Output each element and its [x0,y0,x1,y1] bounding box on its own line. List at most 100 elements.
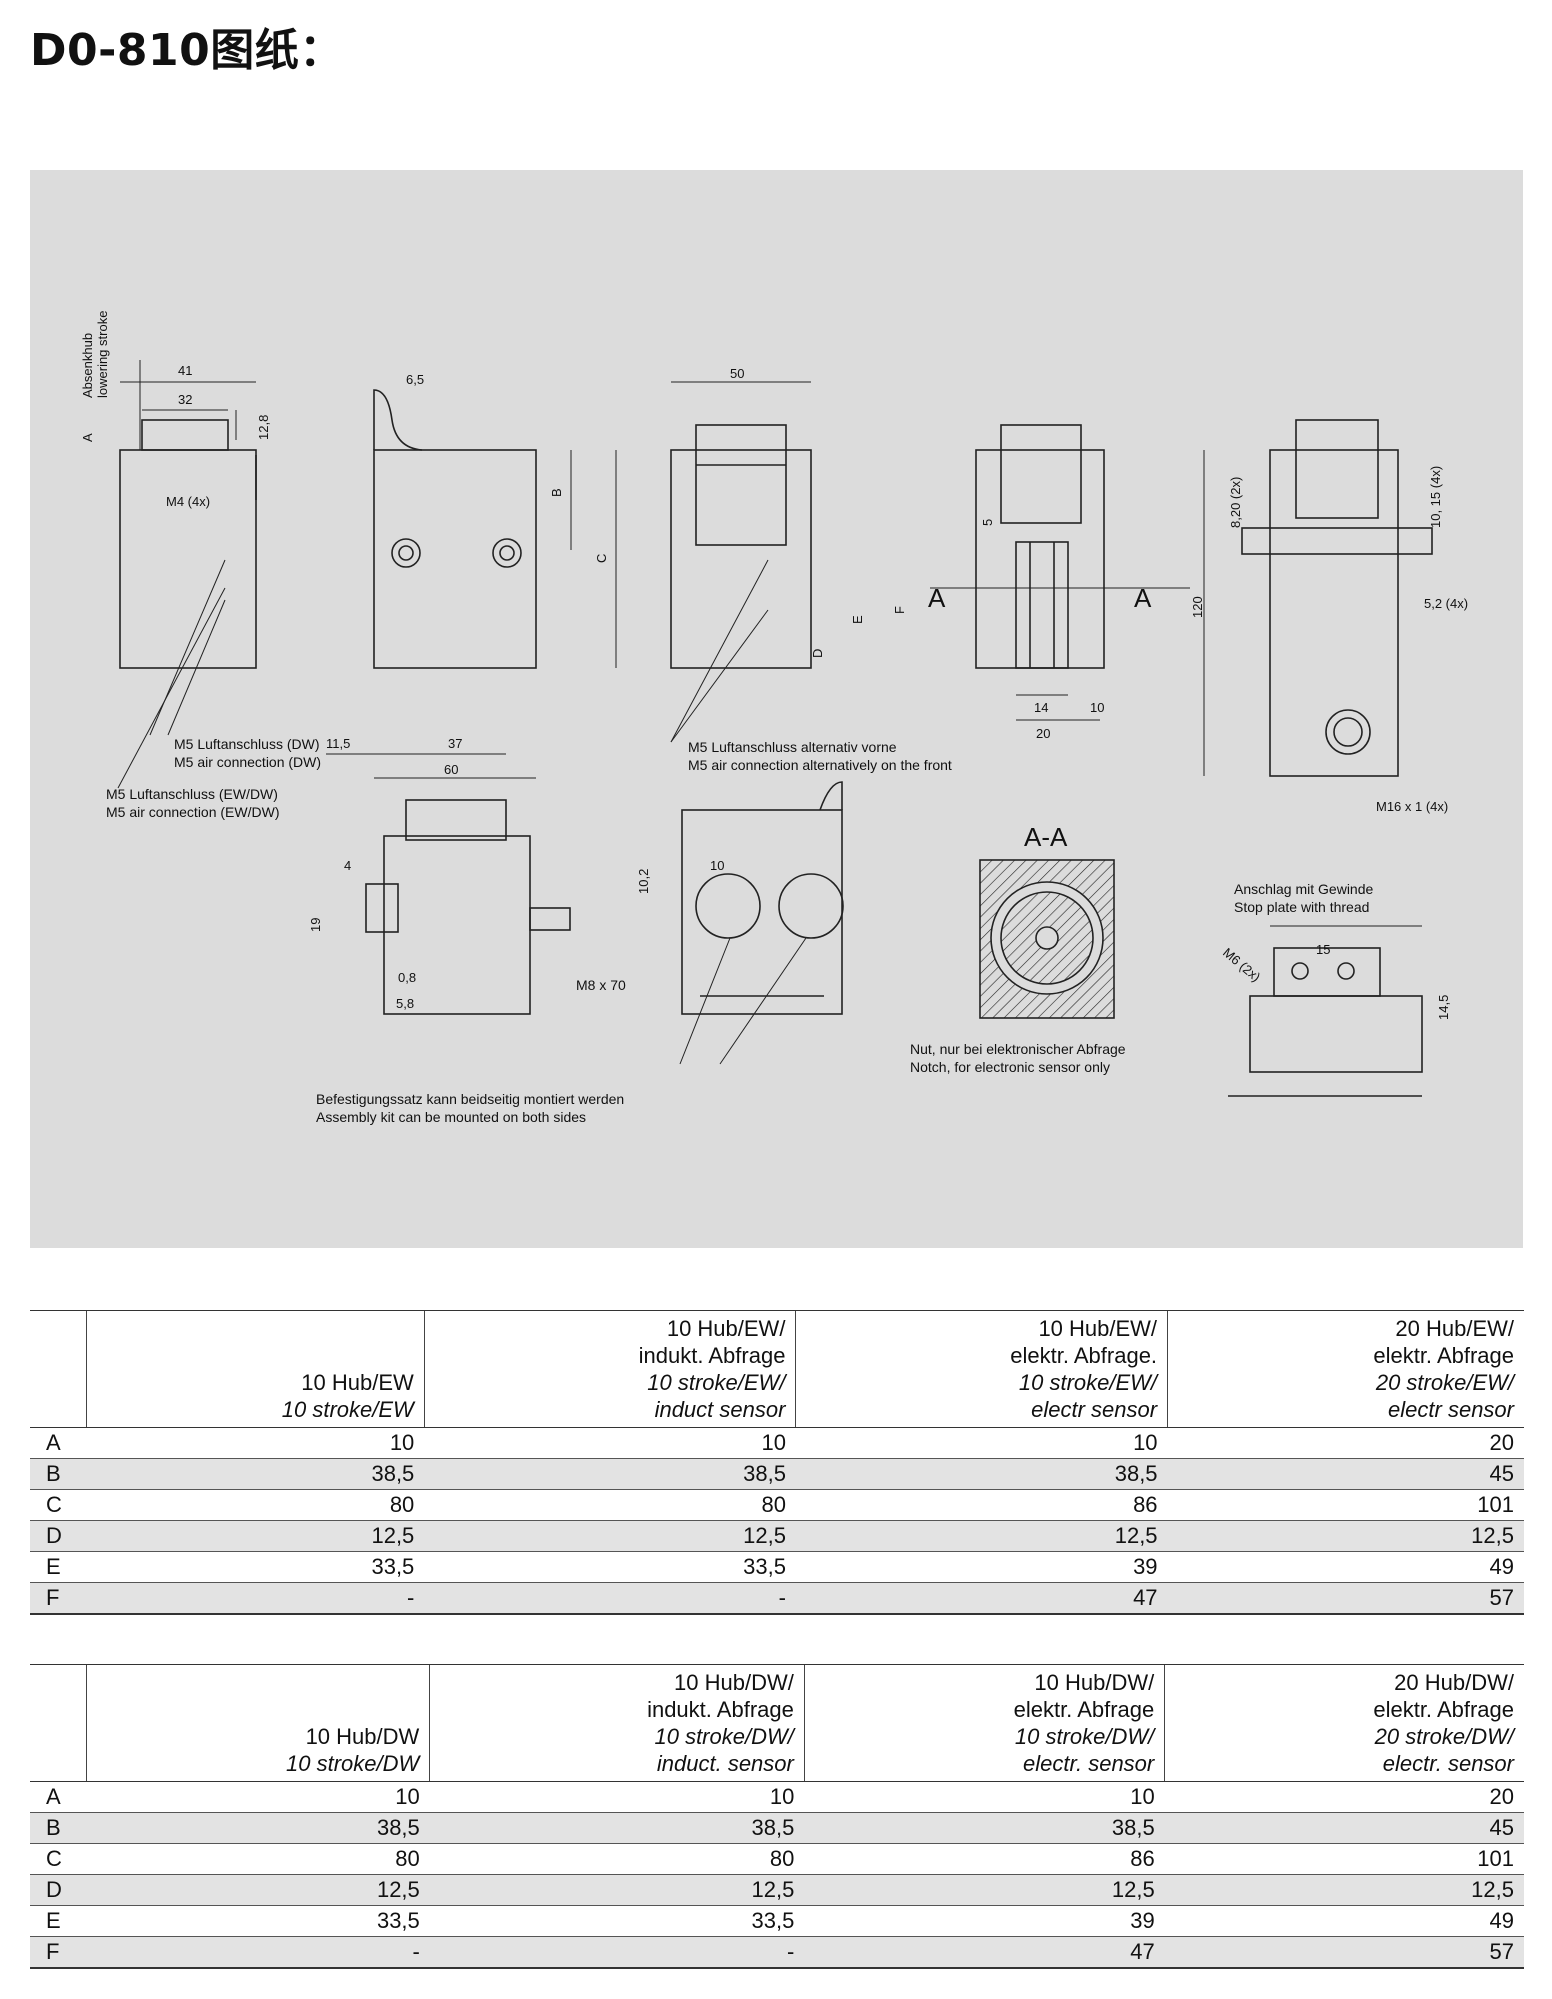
dim-120: 120 [1190,596,1205,618]
row-label: E [30,1905,87,1937]
dim-60: 60 [444,762,458,777]
section-aa-title: A-A [1024,822,1068,852]
table-cell: 80 [86,1843,430,1875]
dim-12-8: 12,8 [256,415,271,440]
table-cell: 12,5 [804,1874,1165,1906]
dim-b: B [549,488,564,497]
table-cell: 57 [1164,1936,1524,1969]
table-cell: 12,5 [429,1874,805,1906]
stop-en: Stop plate with thread [1234,899,1369,915]
table-cell: 49 [1167,1551,1524,1583]
dim-37: 37 [448,736,462,751]
view1-top [141,419,229,451]
section-mark-a-right: A [1134,583,1152,613]
view3-clamp [695,424,787,546]
header-cell: 10 Hub/EW/elektr. Abfrage.10 stroke/EW/e… [795,1310,1168,1428]
table-cell: 47 [795,1582,1168,1615]
view7-body [681,809,843,1015]
notch-de: Nut, nur bei elektronischer Abfrage [910,1041,1126,1057]
m5-ew-de: M5 Luftanschluss (EW/DW) [106,786,278,802]
view6-body [383,835,531,1015]
assy-en: Assembly kit can be mounted on both side… [316,1109,586,1125]
table-cell: 39 [804,1905,1165,1937]
dim-4: 4 [344,858,351,873]
dim-11-5: 11,5 [326,736,350,751]
label-absenkhub: Absenkhub [80,333,95,398]
dim-5-2: 5,2 (4x) [1424,596,1468,611]
m5-dw-en: M5 air connection (DW) [174,754,321,770]
label-m16: M16 x 1 (4x) [1376,799,1448,814]
dim-a: A [80,433,95,442]
table-cell: 49 [1164,1905,1524,1937]
table-cell: 20 [1164,1781,1524,1813]
table-cell: - [86,1936,430,1969]
row-label: A [30,1427,87,1459]
row-label: B [30,1812,87,1844]
table-cell: 12,5 [795,1520,1168,1552]
dim-10-b: 10 [710,858,724,873]
row-label: D [30,1874,87,1906]
notch-en: Notch, for electronic sensor only [910,1059,1110,1075]
dim-d: D [810,649,825,658]
table-cell: 20 [1167,1427,1524,1459]
dim-10-15: 10, 15 (4x) [1428,466,1443,528]
row-label: B [30,1458,87,1490]
view2-body [373,449,537,669]
dim-8-20: 8,20 (2x) [1228,477,1243,528]
dim-5: 5 [980,519,995,526]
m5-front-de: M5 Luftanschluss alternativ vorne [688,739,897,755]
table-cell: 12,5 [1167,1520,1524,1552]
table-cell: 39 [795,1551,1168,1583]
label-lowering-stroke: lowering stroke [95,311,110,398]
dim-19: 19 [308,918,323,932]
table-cell: 12,5 [86,1520,425,1552]
table-cell: 33,5 [429,1905,805,1937]
drawing-canvas: Absenkhub lowering stroke A 41 32 12,8 M… [80,311,1468,1125]
table-cell: 86 [804,1843,1165,1875]
table-cell: - [429,1936,805,1969]
dim-f: F [892,606,907,614]
dim-20: 20 [1036,726,1050,741]
dim-32: 32 [178,392,192,407]
table-cell: 33,5 [86,1551,425,1583]
table-cell: 10 [795,1427,1168,1459]
table-cell: 80 [424,1489,796,1521]
table-cell: 38,5 [795,1458,1168,1490]
page-title: D0-810图纸： [30,25,344,76]
table-cell: 38,5 [86,1812,430,1844]
dim-c: C [594,554,609,563]
table-cell: 10 [424,1427,796,1459]
dim-5-8: 5,8 [396,996,414,1011]
m5-dw-de: M5 Luftanschluss (DW) [174,736,319,752]
table-cell: 38,5 [424,1458,796,1490]
dim-14-5: 14,5 [1436,995,1451,1020]
table-cell: 10 [86,1781,430,1813]
dim-0-8: 0,8 [398,970,416,985]
stop-plate [1249,995,1423,1073]
table-cell: - [86,1582,425,1615]
label-m4: M4 (4x) [166,494,210,509]
table-cell: 12,5 [424,1520,796,1552]
technical-drawing: Absenkhub lowering stroke A 41 32 12,8 M… [30,170,1523,1248]
dim-50: 50 [730,366,744,381]
dim-e: E [850,615,865,624]
table-cell: 10 [86,1427,425,1459]
row-label: E [30,1551,87,1583]
table-cell: 57 [1167,1582,1524,1615]
label-m8: M8 x 70 [576,977,626,993]
